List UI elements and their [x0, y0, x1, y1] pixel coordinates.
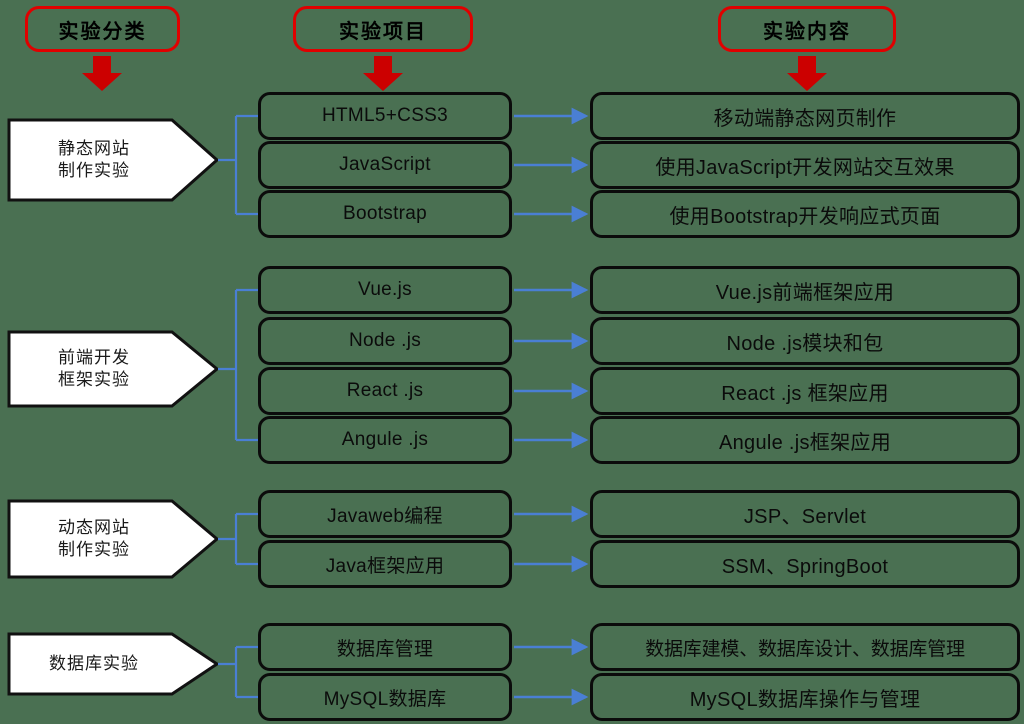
down-arrow-icon-project	[363, 56, 403, 91]
header-box-category: 实验分类	[25, 6, 180, 52]
bracket-group-2	[218, 288, 258, 442]
project-label: Javaweb编程	[327, 505, 443, 527]
down-arrow-icon-content	[787, 56, 827, 91]
project-box[interactable]: Bootstrap	[258, 190, 512, 238]
project-box[interactable]: HTML5+CSS3	[258, 92, 512, 140]
project-label: Vue.js	[358, 279, 412, 300]
category-chevron-label: 数据库实验	[49, 653, 139, 673]
chevron-outline-group	[7, 118, 220, 696]
category-chevron-label: 前端开发 框架实验	[58, 347, 130, 389]
content-box[interactable]: Angule .js框架应用	[590, 416, 1020, 464]
content-label: 数据库建模、数据库设计、数据库管理	[645, 638, 965, 660]
header-box-project: 实验项目	[293, 6, 473, 52]
content-label: MySQL数据库操作与管理	[689, 688, 921, 711]
project-label: Bootstrap	[342, 203, 428, 224]
project-box[interactable]: 数据库管理	[258, 623, 512, 671]
header-label-category: 实验分类	[58, 20, 147, 43]
content-box[interactable]: JSP、Servlet	[590, 490, 1020, 538]
flow-arrow-group	[514, 107, 589, 706]
content-label: JSP、Servlet	[743, 505, 867, 528]
category-chevron-label: 动态网站 制作实验	[58, 517, 130, 559]
bracket-group-3	[218, 512, 258, 566]
category-chevron-dynamic-web: 动态网站 制作实验	[8, 500, 218, 578]
content-box[interactable]: React .js 框架应用	[590, 367, 1020, 415]
project-box[interactable]: JavaScript	[258, 141, 512, 189]
header-label-project: 实验项目	[339, 20, 427, 43]
content-label: Node .js模块和包	[726, 332, 884, 355]
project-box[interactable]: MySQL数据库	[258, 673, 512, 721]
content-box[interactable]: Vue.js前端框架应用	[590, 266, 1020, 314]
content-box[interactable]: 使用JavaScript开发网站交互效果	[590, 141, 1020, 189]
content-label: 移动端静态网页制作	[713, 107, 897, 130]
project-label: HTML5+CSS3	[321, 105, 449, 126]
project-label: React .js	[346, 380, 424, 401]
content-label: React .js 框架应用	[721, 382, 889, 405]
content-label: 使用JavaScript开发网站交互效果	[655, 156, 955, 179]
project-label: Java框架应用	[325, 555, 445, 577]
content-box[interactable]: 数据库建模、数据库设计、数据库管理	[590, 623, 1020, 671]
project-label: Angule .js	[341, 429, 429, 450]
category-chevron-label: 静态网站 制作实验	[58, 138, 130, 180]
project-box[interactable]: Angule .js	[258, 416, 512, 464]
content-box[interactable]: 使用Bootstrap开发响应式页面	[590, 190, 1020, 238]
project-label: 数据库管理	[336, 638, 434, 660]
project-box[interactable]: Java框架应用	[258, 540, 512, 588]
content-box[interactable]: 移动端静态网页制作	[590, 92, 1020, 140]
project-box[interactable]: Vue.js	[258, 266, 512, 314]
project-label: JavaScript	[339, 154, 431, 175]
content-box[interactable]: Node .js模块和包	[590, 317, 1020, 365]
bracket-group-1	[218, 114, 258, 216]
project-box[interactable]: Node .js	[258, 317, 512, 365]
content-label: 使用Bootstrap开发响应式页面	[669, 205, 941, 228]
content-box[interactable]: MySQL数据库操作与管理	[590, 673, 1020, 721]
category-chevron-static-web: 静态网站 制作实验	[8, 119, 218, 201]
project-label: MySQL数据库	[323, 688, 447, 710]
content-label: SSM、SpringBoot	[721, 555, 889, 578]
category-chevron-frontend-framework: 前端开发 框架实验	[8, 331, 218, 407]
project-box[interactable]: Javaweb编程	[258, 490, 512, 538]
project-box[interactable]: React .js	[258, 367, 512, 415]
content-label: Angule .js框架应用	[718, 431, 892, 454]
bracket-group-4	[218, 645, 258, 699]
project-label: Node .js	[348, 330, 422, 351]
header-box-content: 实验内容	[718, 6, 896, 52]
down-arrow-icon-category	[82, 56, 122, 91]
header-label-content: 实验内容	[763, 20, 851, 43]
content-box[interactable]: SSM、SpringBoot	[590, 540, 1020, 588]
category-chevron-database: 数据库实验	[8, 633, 218, 695]
content-label: Vue.js前端框架应用	[715, 281, 895, 304]
